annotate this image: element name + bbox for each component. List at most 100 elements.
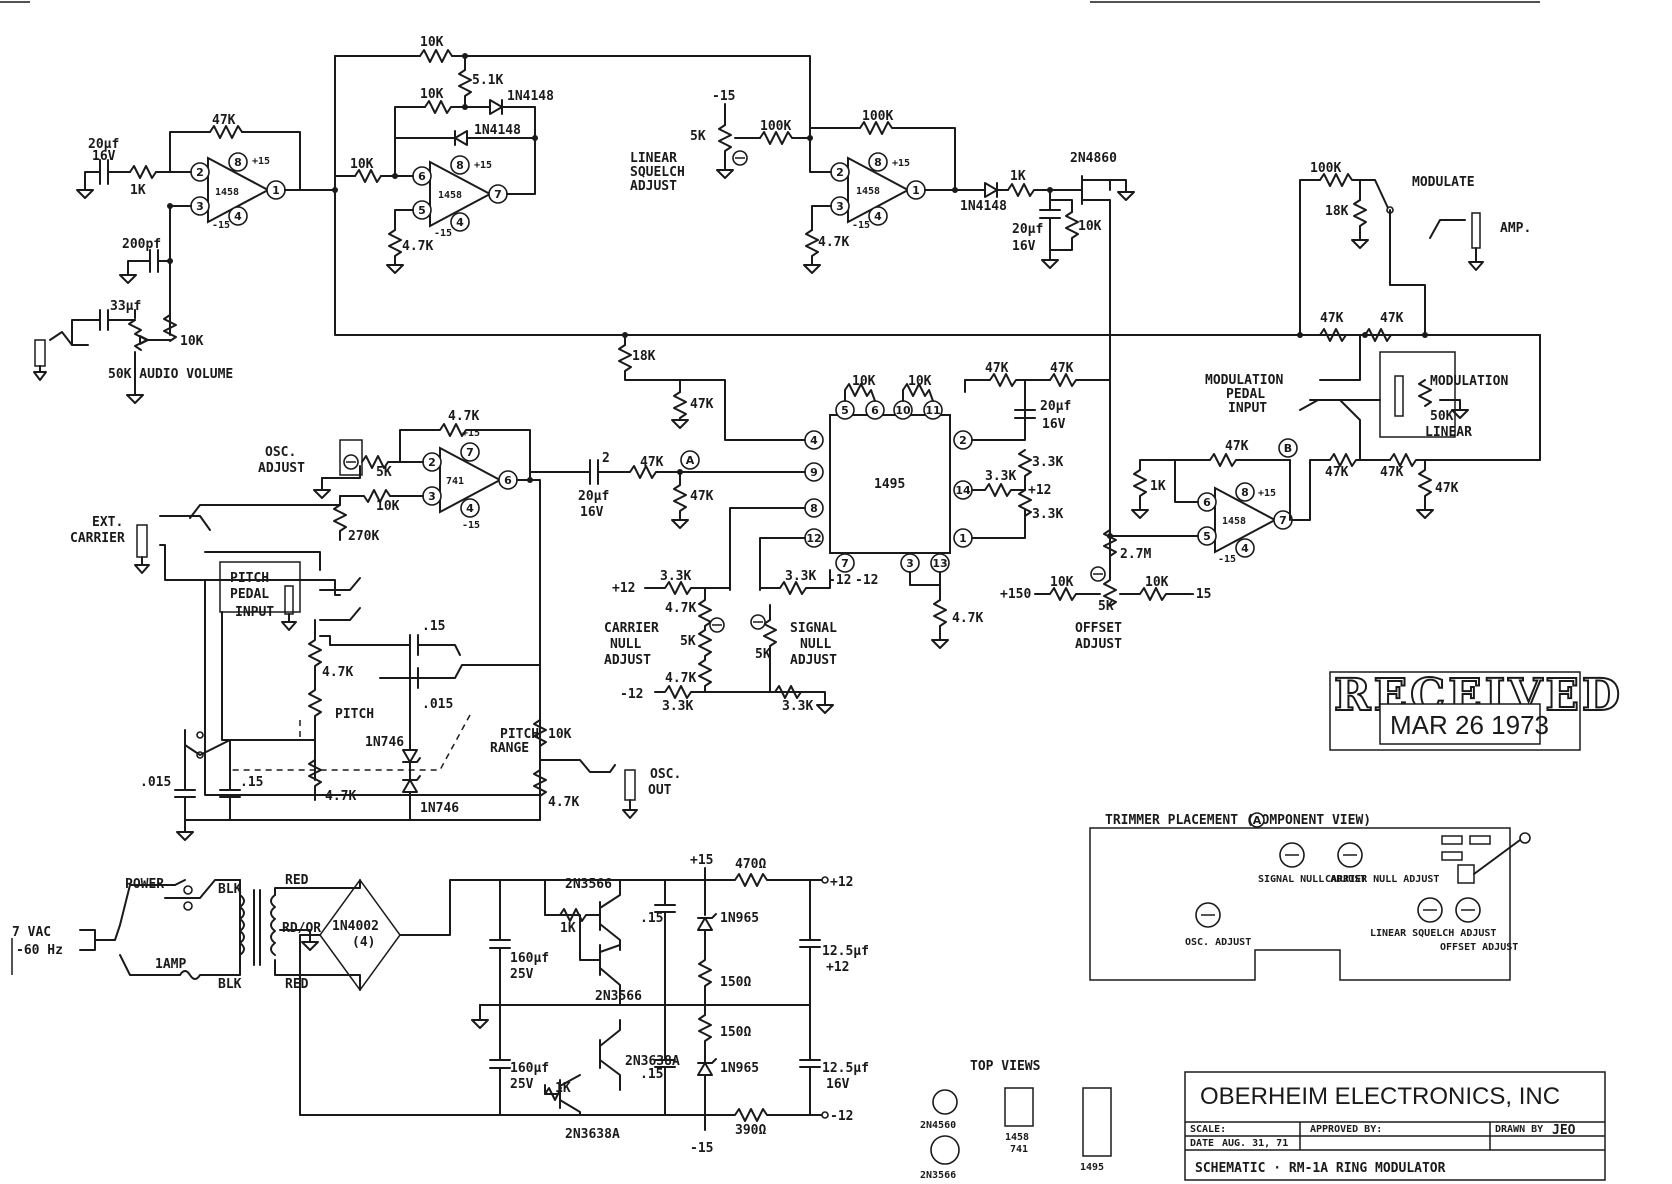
svg-text:5: 5: [418, 204, 426, 217]
svg-text:47K: 47K: [640, 455, 664, 470]
svg-text:9: 9: [810, 466, 818, 479]
abs-value-stage: 6 5 8 4 7 1458 +15 -15 10K 4.7K 10K 1N41…: [334, 53, 554, 274]
svg-text:7: 7: [1279, 514, 1287, 527]
svg-text:20μf: 20μf: [88, 137, 119, 152]
svg-text:50K: 50K: [1430, 409, 1454, 424]
svg-text:MODULATION: MODULATION: [1430, 374, 1508, 389]
svg-text:16V: 16V: [1012, 239, 1036, 254]
svg-text:13: 13: [932, 557, 947, 570]
svg-text:+15: +15: [892, 158, 910, 169]
svg-text:47K: 47K: [1225, 439, 1249, 454]
svg-text:+15: +15: [252, 156, 270, 167]
power-supply: 7 VAC -60 Hz POWER 1AMP BLK BLK RED RED …: [11, 853, 869, 1156]
svg-text:1K: 1K: [1010, 169, 1026, 184]
svg-text:1458: 1458: [856, 186, 880, 197]
svg-text:1N4148: 1N4148: [960, 199, 1007, 214]
svg-text:1N4148: 1N4148: [507, 89, 554, 104]
svg-text:4: 4: [874, 210, 882, 223]
svg-text:5K: 5K: [376, 465, 392, 480]
svg-text:10K: 10K: [1050, 575, 1074, 590]
svg-text:47K: 47K: [985, 361, 1009, 376]
null-adjust: +12 3.3K 3.3K -12 4.7K 5K 4.7K CARRIER N…: [604, 507, 851, 714]
svg-text:150Ω: 150Ω: [720, 1025, 751, 1040]
svg-text:1458: 1458: [215, 187, 239, 198]
svg-text:+15: +15: [690, 853, 713, 868]
svg-text:+15: +15: [462, 428, 480, 439]
svg-text:OUT: OUT: [648, 783, 672, 798]
svg-text:-15: -15: [462, 520, 480, 531]
svg-text:7: 7: [841, 557, 849, 570]
svg-text:7: 7: [494, 188, 502, 201]
svg-text:SIGNAL: SIGNAL: [790, 621, 837, 636]
svg-text:3.3K: 3.3K: [782, 699, 813, 714]
svg-text:CARRIER: CARRIER: [604, 621, 659, 636]
svg-text:TOP VIEWS: TOP VIEWS: [970, 1059, 1041, 1074]
svg-text:ADJUST: ADJUST: [630, 179, 677, 194]
svg-text:JEO: JEO: [1552, 1123, 1576, 1138]
svg-text:DATE: DATE: [1190, 1138, 1214, 1149]
svg-text:470Ω: 470Ω: [735, 857, 766, 872]
svg-text:10K: 10K: [420, 35, 444, 50]
svg-text:RD/OR: RD/OR: [282, 921, 321, 936]
svg-text:2: 2: [196, 166, 204, 179]
svg-text:3.3K: 3.3K: [1032, 455, 1063, 470]
svg-text:12: 12: [806, 532, 821, 545]
svg-text:SIGNAL NULL ADJUST: SIGNAL NULL ADJUST: [1258, 874, 1366, 885]
svg-text:LINEAR: LINEAR: [1425, 425, 1472, 440]
svg-text:50K AUDIO VOLUME: 50K AUDIO VOLUME: [108, 367, 233, 382]
svg-text:ADJUST: ADJUST: [604, 653, 651, 668]
svg-text:2N3566: 2N3566: [920, 1170, 956, 1181]
svg-text:12.5μf: 12.5μf: [822, 1061, 869, 1076]
svg-text:200pf: 200pf: [122, 237, 161, 252]
svg-text:2N4860: 2N4860: [1070, 151, 1117, 166]
svg-text:6: 6: [1203, 496, 1211, 509]
svg-text:5K: 5K: [1098, 599, 1114, 614]
svg-text:RED: RED: [285, 873, 309, 888]
svg-text:-15: -15: [1188, 587, 1211, 602]
svg-text:1N746: 1N746: [365, 735, 404, 750]
svg-text:3.3K: 3.3K: [985, 469, 1016, 484]
svg-text:10K: 10K: [350, 157, 374, 172]
svg-text:LINEAR: LINEAR: [630, 151, 677, 166]
svg-text:10: 10: [895, 404, 911, 417]
svg-text:3.3K: 3.3K: [662, 699, 693, 714]
svg-text:A: A: [1253, 814, 1262, 827]
trimmer-panel: TRIMMER PLACEMENT (COMPONENT VIEW) A SIG…: [1089, 812, 1531, 981]
svg-text:BLK: BLK: [218, 882, 242, 897]
svg-text:OSC.: OSC.: [650, 767, 681, 782]
svg-text:+15: +15: [474, 160, 492, 171]
svg-text:100K: 100K: [760, 119, 791, 134]
svg-text:10K: 10K: [420, 87, 444, 102]
svg-text:47K: 47K: [212, 113, 236, 128]
svg-text:1N746: 1N746: [420, 801, 459, 816]
svg-text:1N965: 1N965: [720, 1061, 759, 1076]
modulate-section: 100K 18K MODULATE AMP. 47K 47K MODULATIO…: [1205, 161, 1541, 461]
svg-text:PITCH: PITCH: [230, 571, 269, 586]
svg-text:10K: 10K: [180, 334, 204, 349]
svg-text:PEDAL: PEDAL: [230, 587, 269, 602]
svg-text:5K: 5K: [755, 647, 771, 662]
svg-text:2: 2: [959, 434, 967, 447]
svg-text:-60 Hz: -60 Hz: [16, 943, 63, 958]
svg-text:4: 4: [234, 210, 242, 223]
svg-text:3: 3: [428, 490, 436, 503]
svg-text:4.7K: 4.7K: [322, 665, 353, 680]
svg-text:33μf: 33μf: [110, 299, 141, 314]
svg-text:5.1K: 5.1K: [472, 73, 503, 88]
svg-text:RED: RED: [285, 977, 309, 992]
svg-text:16V: 16V: [1042, 417, 1066, 432]
svg-text:2.7M: 2.7M: [1120, 547, 1151, 562]
svg-text:4: 4: [810, 434, 818, 447]
svg-text:1458: 1458: [438, 190, 462, 201]
svg-text:ADJUST: ADJUST: [790, 653, 837, 668]
svg-text:18K: 18K: [1325, 204, 1349, 219]
svg-text:4.7K: 4.7K: [665, 601, 696, 616]
opamp-1458-input: [207, 156, 271, 224]
svg-text:-12: -12: [620, 687, 643, 702]
ic-1495: [829, 414, 951, 554]
svg-text:2N4560: 2N4560: [920, 1120, 956, 1131]
svg-text:APPROVED BY:: APPROVED BY:: [1310, 1124, 1382, 1135]
svg-text:100K: 100K: [862, 109, 893, 124]
multiplier-1495: 1495 4 9 8 12 5 6 10 11 2 14 1 7 3 13 -1…: [804, 374, 983, 649]
svg-text:47K: 47K: [1380, 311, 1404, 326]
